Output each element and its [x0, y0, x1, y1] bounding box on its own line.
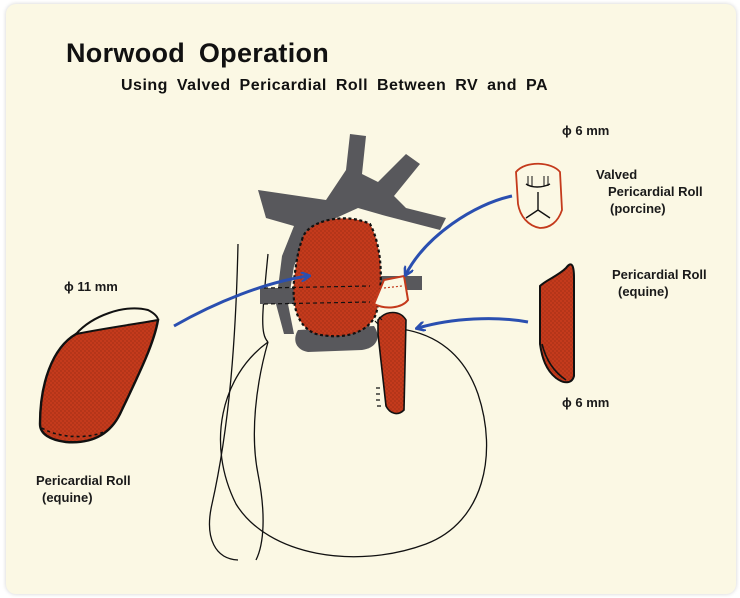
page-title: Norwood Operation: [66, 38, 329, 69]
valved-roll-label: Valved Pericardial Roll (porcine): [596, 166, 703, 217]
arrow-valved-to-conduit: [406, 196, 512, 274]
valved-roll-label-line2: Pericardial Roll: [608, 183, 703, 200]
heart-outline: [220, 329, 486, 557]
equine-right-label: Pericardial Roll (equine): [612, 266, 707, 300]
left-pericardial-roll: [40, 320, 158, 443]
equine-left-label-line1: Pericardial Roll: [36, 472, 131, 489]
page-subtitle: Using Valved Pericardial Roll Between RV…: [121, 77, 548, 95]
right-pericardial-roll: [540, 264, 574, 382]
equine-left-label-line2: (equine): [42, 489, 131, 506]
equine-right-label-line2: (equine): [618, 283, 707, 300]
implanted-pericardial-tube: [378, 313, 406, 414]
valved-roll-label-line3: (porcine): [610, 200, 703, 217]
diameter-label-top: ϕ 6 mm: [562, 122, 609, 139]
valved-roll-graphic: [516, 164, 562, 228]
valved-roll-label-line1: Valved: [596, 166, 703, 183]
equine-left-label: Pericardial Roll (equine): [36, 472, 131, 506]
equine-right-label-line1: Pericardial Roll: [612, 266, 707, 283]
slide-panel: Norwood Operation Using Valved Pericardi…: [6, 4, 736, 594]
diameter-label-left: ϕ 11 mm: [64, 278, 118, 295]
vessel-outline-left: [210, 244, 238, 560]
diameter-label-right: ϕ 6 mm: [562, 394, 609, 411]
arrow-equine-to-tube: [418, 319, 528, 328]
